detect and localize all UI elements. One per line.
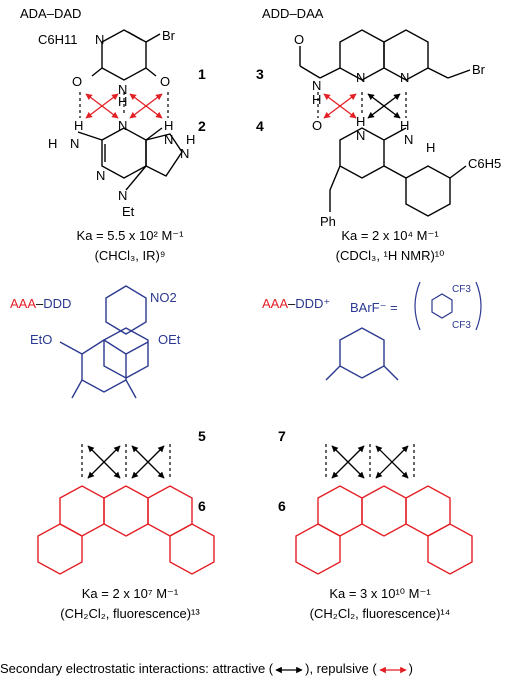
panel-1-title: ADA–DAD xyxy=(20,6,82,21)
barf-label: BArF⁻ = xyxy=(350,300,398,315)
attractive-arrows-3 xyxy=(87,445,165,479)
figure-caption: Secondary electrostatic interactions: at… xyxy=(0,661,529,677)
phenyl-group: Ph xyxy=(320,214,336,229)
attractive-arrows-4 xyxy=(331,445,409,479)
hbond-dashes-4 xyxy=(325,444,415,480)
atom-o: O xyxy=(72,74,83,89)
atom-n: N xyxy=(400,70,410,85)
atom-br: Br xyxy=(472,62,485,77)
molecule-7-pyridinium xyxy=(325,327,399,381)
atom-n: N xyxy=(118,188,128,203)
molecule-6-acceptor-a xyxy=(37,485,215,575)
atom-h: H xyxy=(356,114,366,129)
ethyl-group: Et xyxy=(122,204,135,219)
atom-n: N xyxy=(312,78,322,93)
atom-n: N xyxy=(118,82,128,97)
atom-o: O xyxy=(160,74,171,89)
atom-h: H xyxy=(164,118,174,133)
acceptor-label: AAA xyxy=(262,296,289,311)
repulsive-arrow-icon xyxy=(379,666,407,673)
atom-o: O xyxy=(294,32,305,47)
molecule-3-naphthyridine xyxy=(299,29,471,81)
cf3-group: CF3 xyxy=(452,284,471,295)
molecule-5-dihydropyridine xyxy=(59,285,149,399)
ka-value-2: Ka = 2 x 10⁴ M⁻¹ xyxy=(341,228,439,243)
atom-n: N xyxy=(164,132,174,147)
atom-o: O xyxy=(312,118,323,133)
ka-value-3: Ka = 2 x 10⁷ M⁻¹ xyxy=(81,586,179,601)
atom-h: H xyxy=(400,118,410,133)
compound-label: 3 xyxy=(256,66,264,82)
atom-h: H xyxy=(48,136,58,151)
caption-mid: ), repulsive ( xyxy=(305,661,377,676)
hexyl-substituent: C6H11 xyxy=(38,32,78,47)
atom-n: N xyxy=(356,128,366,143)
ester-group: EtO xyxy=(30,332,53,347)
ka-value-4: Ka = 3 x 10¹⁰ M⁻¹ xyxy=(329,586,431,601)
attractive-arrow-icon xyxy=(275,666,303,673)
donor-label: DDD xyxy=(43,296,72,311)
atom-h: H xyxy=(426,140,436,155)
atom-n: N xyxy=(404,132,414,147)
barf-aryl xyxy=(414,281,482,331)
mixed-arrows-2 xyxy=(323,93,401,119)
compound-label: 7 xyxy=(278,428,286,444)
repulsive-arrows-1 xyxy=(85,93,163,119)
compound-label: 6 xyxy=(278,498,286,514)
atom-h: H xyxy=(74,118,84,133)
ka-conditions-4: (CH₂Cl₂, fluorescence)¹⁴ xyxy=(309,606,451,621)
nitro-group: NO2 xyxy=(150,290,177,305)
atom-n: N xyxy=(118,118,128,133)
caption-end: ) xyxy=(408,661,413,676)
phenyl-substituent: C6H5 xyxy=(468,156,502,171)
ester-group: OEt xyxy=(158,332,181,347)
ka-conditions-2: (CDCl₃, ¹H NMR)¹⁰ xyxy=(335,248,445,263)
panel-4-title: AAA–DDD⁺ xyxy=(262,296,330,311)
compound-label: 1 xyxy=(198,66,206,82)
molecule-4-pyridone xyxy=(329,127,467,217)
ka-value-1: Ka = 5.5 x 10² M⁻¹ xyxy=(76,228,184,243)
atom-n: N xyxy=(70,136,80,151)
atom-h: H xyxy=(186,132,196,147)
hbond-dashes-1 xyxy=(79,92,169,118)
atom-h: H xyxy=(312,92,322,107)
compound-label: 6 xyxy=(198,498,206,514)
molecule-6-acceptor-b xyxy=(295,485,473,575)
atom-br: Br xyxy=(162,28,175,43)
cf3-group: CF3 xyxy=(452,320,471,331)
hbond-dashes-2 xyxy=(317,92,407,118)
ka-conditions-3: (CH₂Cl₂, fluorescence)¹³ xyxy=(60,606,200,621)
molecule-1-uracil xyxy=(91,29,161,81)
molecule-2-purine xyxy=(77,127,183,191)
atom-n: N xyxy=(95,32,105,47)
hbond-dashes-3 xyxy=(81,444,171,480)
panel-2-title: ADD–DAA xyxy=(262,6,324,21)
dash: – xyxy=(36,296,44,311)
compound-label: 5 xyxy=(198,428,206,444)
caption-lead: Secondary electrostatic interactions: at… xyxy=(0,661,274,676)
compound-label: 2 xyxy=(198,118,206,134)
atom-h: H xyxy=(118,94,128,109)
panel-3-title: AAA–DDD xyxy=(10,296,71,311)
acceptor-label: AAA xyxy=(10,296,37,311)
atom-n: N xyxy=(96,168,106,183)
compound-label: 4 xyxy=(256,118,264,134)
ka-conditions-1: (CHCl₃, IR)⁹ xyxy=(94,248,166,263)
atom-n: N xyxy=(356,70,366,85)
dash: – xyxy=(288,296,296,311)
donor-label: DDD⁺ xyxy=(295,296,331,311)
atom-n: N xyxy=(180,146,190,161)
